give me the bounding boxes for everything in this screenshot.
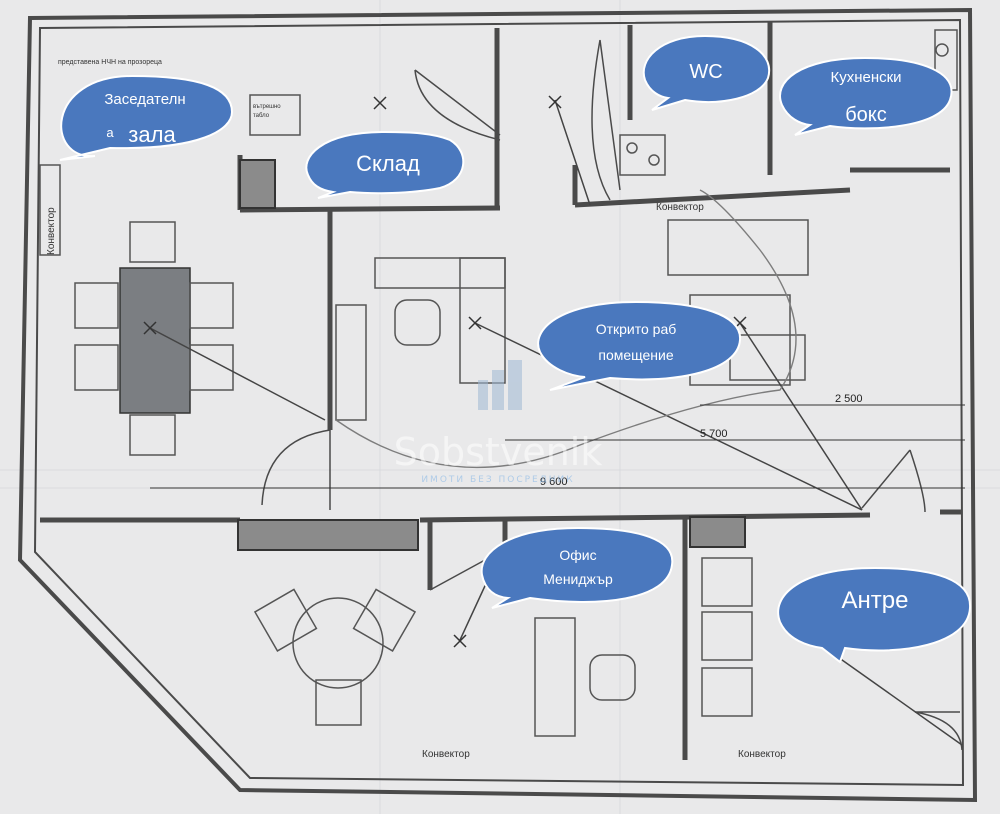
open-office-label-line2: помещение xyxy=(598,347,673,363)
kitchen-label-line2: бокс xyxy=(845,104,887,126)
callout-wc: WC xyxy=(642,34,771,111)
convector-label-left: Конвектор xyxy=(46,207,57,255)
pencil-arc xyxy=(335,189,797,469)
doors xyxy=(261,39,963,751)
callout-entrance: Антре xyxy=(777,566,972,664)
manager-furniture xyxy=(253,557,753,737)
dimension-5700: 5 700 xyxy=(700,428,728,440)
dimension-2500: 2 500 xyxy=(835,393,863,405)
dimension-9600: 9 600 xyxy=(540,476,568,488)
callout-open-office: Открито раб помещение xyxy=(537,300,742,391)
kitchen-fixtures xyxy=(619,29,958,176)
inner-note-2: табло xyxy=(253,113,270,119)
watermark: Sobstvenik ИМОТИ БЕЗ ПОСРЕДНИК xyxy=(394,360,603,485)
manager-label-line2: Мениджър xyxy=(543,571,613,587)
conference-label-a: а xyxy=(106,125,114,140)
wiring-lines xyxy=(149,99,963,746)
convector-label-top: Конвектор xyxy=(656,202,704,213)
outer-walls xyxy=(17,7,978,803)
wc-label: WC xyxy=(689,61,722,83)
convector-label-bottom-left: Конвектор xyxy=(422,749,470,760)
open-office-label-line1: Открито раб xyxy=(596,321,677,337)
entrance-label: Антре xyxy=(842,587,909,614)
convector-label-bottom-right: Конвектор xyxy=(738,749,786,760)
radiators xyxy=(237,159,746,551)
kitchen-label-line1: Кухненски xyxy=(830,69,901,86)
callout-conference: Заседателн а зала xyxy=(59,74,234,161)
watermark-tagline: ИМОТИ БЕЗ ПОСРЕДНИК xyxy=(421,475,574,485)
conference-label-line1: Заседателн xyxy=(104,91,185,108)
callout-storage: Склад xyxy=(305,130,465,199)
callout-manager: Офис Мениджър xyxy=(480,526,674,609)
callout-kitchen: Кухненски бокс xyxy=(779,56,953,136)
watermark-name: Sobstvenik xyxy=(394,430,603,474)
conference-furniture xyxy=(39,94,301,456)
conference-label-line2: зала xyxy=(128,122,176,147)
window-note: представена НЧН на прозореца xyxy=(58,59,162,66)
storage-label: Склад xyxy=(356,151,420,176)
dimension-lines xyxy=(150,404,965,489)
inner-note-1: вътрешно xyxy=(253,104,281,110)
manager-label-line1: Офис xyxy=(559,547,596,563)
